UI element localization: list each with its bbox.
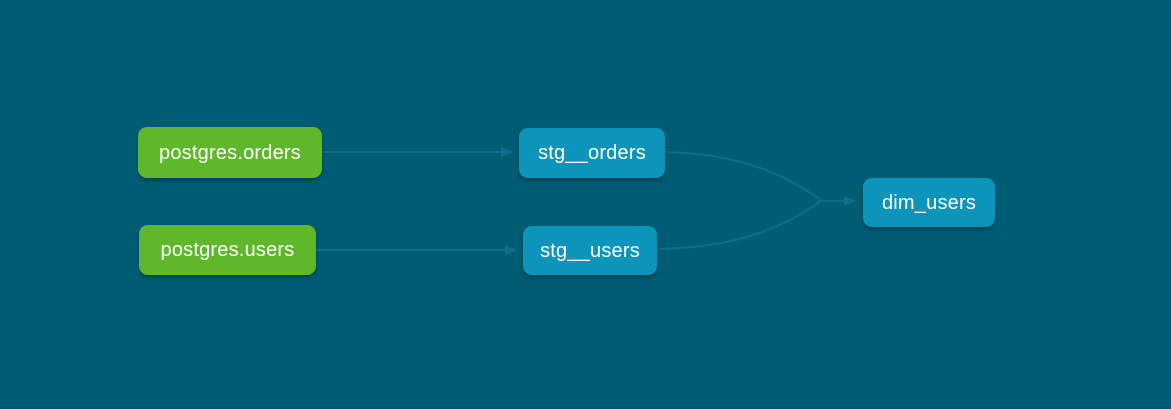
node-stg-users[interactable]: stg__users <box>523 226 657 275</box>
node-label: postgres.users <box>160 239 295 261</box>
edge-stg-users-to-merge <box>658 201 821 250</box>
node-label: postgres.orders <box>159 141 301 164</box>
node-stg-orders[interactable]: stg__orders <box>519 128 665 178</box>
edge-stg-orders-to-merge <box>664 151 821 200</box>
node-label: stg__users <box>540 239 640 262</box>
node-postgres-users[interactable]: postgres.users <box>139 225 316 275</box>
node-dim-users[interactable]: dim_users <box>863 178 995 227</box>
node-label: stg__orders <box>538 142 646 164</box>
node-label: dim_users <box>881 191 977 214</box>
node-postgres-orders[interactable]: postgres.orders <box>138 127 322 178</box>
